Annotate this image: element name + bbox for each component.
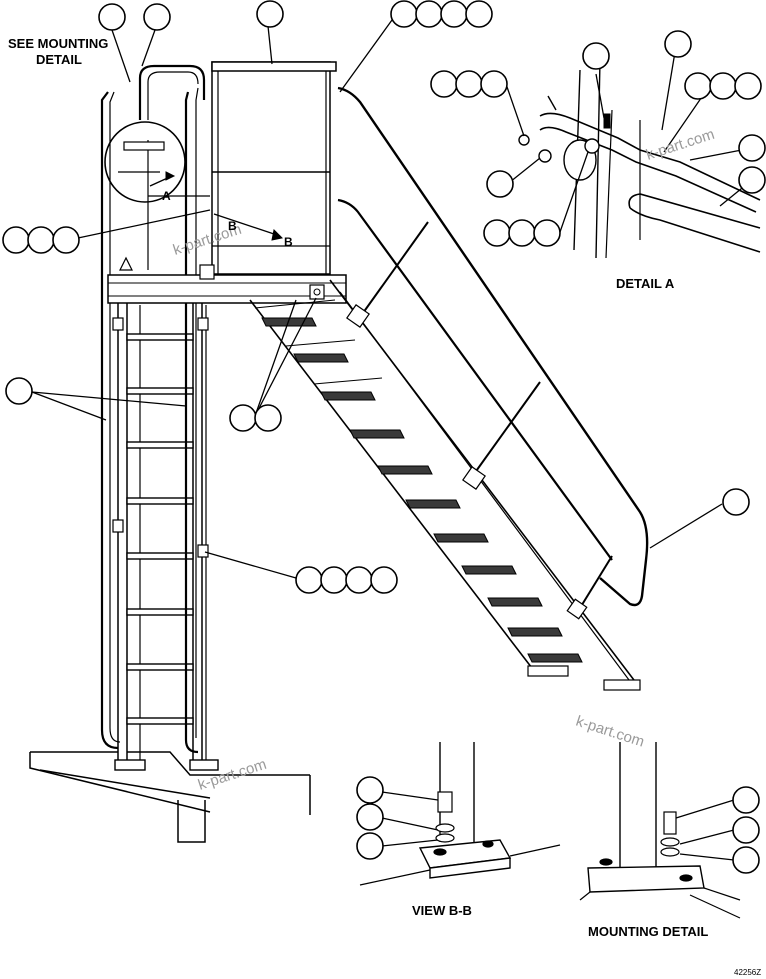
see-mounting-label-2: DETAIL	[36, 52, 82, 67]
callout-balloon	[465, 0, 493, 28]
vertical-ladder	[100, 64, 219, 771]
callout-balloon	[486, 170, 514, 198]
callout-balloon	[295, 566, 323, 594]
callout-balloon	[582, 42, 610, 70]
callout-balloon	[320, 566, 348, 594]
callout-balloon	[356, 776, 384, 804]
callout-balloon	[732, 846, 760, 874]
callout-balloon	[27, 226, 55, 254]
drawing-number: 42256Z	[734, 968, 761, 977]
callout-balloon	[709, 72, 737, 100]
callout-balloon	[734, 72, 762, 100]
callout-balloon	[370, 566, 398, 594]
callout-balloon	[483, 219, 511, 247]
marker-a: A	[162, 189, 171, 203]
callout-balloon	[415, 0, 443, 28]
callout-balloon	[390, 0, 418, 28]
ladder-rungs	[126, 333, 194, 725]
callout-balloon	[52, 226, 80, 254]
callout-balloon	[732, 816, 760, 844]
callout-balloon	[98, 3, 126, 31]
callout-balloon	[254, 404, 282, 432]
callout-balloon	[356, 832, 384, 860]
mounting-detail-title: MOUNTING DETAIL	[588, 924, 708, 939]
callout-balloon	[664, 30, 692, 58]
top-platform	[107, 61, 347, 304]
callout-balloon	[480, 70, 508, 98]
callout-balloon	[722, 488, 750, 516]
watermark-text: k-part.com	[644, 126, 717, 164]
callout-balloon	[508, 219, 536, 247]
leader-lines	[31, 19, 753, 861]
callout-balloon	[732, 786, 760, 814]
detail-a-title: DETAIL A	[616, 276, 675, 291]
callout-balloon	[345, 566, 373, 594]
callout-balloon	[684, 72, 712, 100]
callout-balloon	[533, 219, 561, 247]
base-structure	[29, 751, 311, 843]
mounting-detail-illustration	[579, 742, 741, 919]
marker-b-upper: B	[228, 219, 237, 233]
callout-balloon	[356, 803, 384, 831]
view-bb-illustration	[359, 742, 561, 886]
callout-balloon	[229, 404, 257, 432]
callout-balloon	[738, 134, 766, 162]
stair-treads	[254, 299, 583, 663]
callout-balloon	[430, 70, 458, 98]
view-bb-title: VIEW B-B	[412, 903, 472, 918]
callout-balloon	[2, 226, 30, 254]
detail-a-callout-circle	[104, 121, 186, 203]
callout-balloons	[2, 0, 766, 874]
marker-b-lower: B	[284, 235, 293, 249]
watermark-text: k-part.com	[574, 713, 647, 751]
callout-balloon	[256, 0, 284, 28]
see-mounting-label: SEE MOUNTING	[8, 36, 108, 51]
callout-balloon	[455, 70, 483, 98]
callout-balloon	[738, 166, 766, 194]
callout-balloon	[440, 0, 468, 28]
callout-balloon	[5, 377, 33, 405]
callout-balloon	[143, 3, 171, 31]
